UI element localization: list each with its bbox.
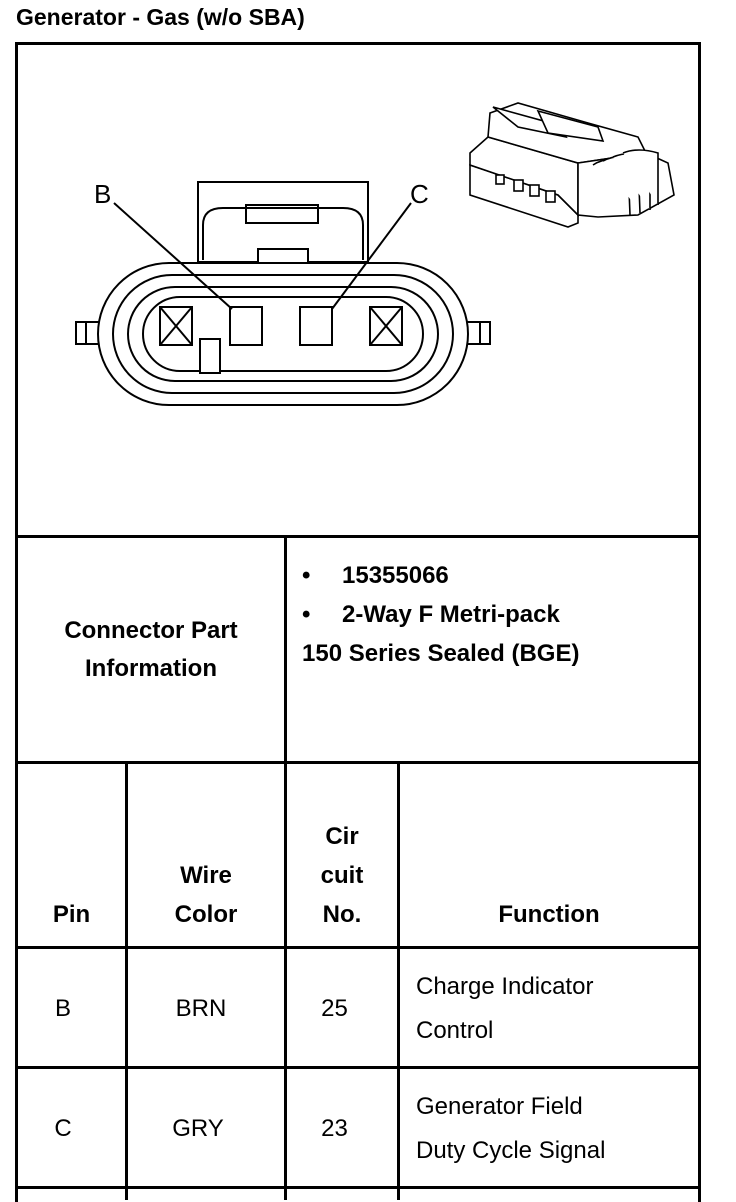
row-wire-color: BRN (175, 995, 227, 1022)
header-function: Function (498, 901, 600, 928)
row-function: Generator Field Duty Cycle Signal (416, 1085, 605, 1173)
header-line: Wire (180, 862, 232, 889)
connector-perspective-view (469, 102, 675, 228)
row-circuit: 23 (321, 1115, 348, 1142)
function-line: Duty Cycle Signal (416, 1137, 606, 1164)
connector-info-label-line: Connector Part (64, 617, 238, 644)
connector-diagram: B C (18, 45, 698, 535)
connector-info-label-line: Information (85, 655, 217, 682)
part-bullet: • 15355066 (302, 556, 579, 595)
row-circuit: 25 (321, 995, 348, 1022)
bullet-icon: • (302, 601, 311, 628)
connector-info-label: Connector Part Information (18, 612, 284, 688)
header-line: cuit (320, 862, 364, 889)
row-pin: B (54, 995, 71, 1022)
header-line: Cir (325, 823, 359, 850)
header-pin: Pin (52, 901, 91, 928)
column-divider (284, 535, 287, 1200)
row-wire-color: GRY (172, 1115, 224, 1142)
function-line: Control (416, 1017, 494, 1044)
connector-info-details: • 15355066 • 2-Way F Metri-pack 150 Seri… (302, 556, 579, 673)
pin-label-c: C (410, 179, 429, 209)
column-divider (125, 761, 128, 1200)
page-title: Generator - Gas (w/o SBA) (16, 4, 305, 30)
column-divider (397, 761, 400, 1200)
header-wire-color: Wire Color (128, 856, 284, 934)
part-number: 15355066 (342, 562, 449, 589)
function-line: Generator Field (416, 1093, 583, 1120)
row-function: Charge Indicator Control (416, 965, 593, 1053)
row-pin: C (54, 1115, 72, 1142)
header-line: No. (322, 901, 362, 928)
connector-table-frame (15, 42, 701, 1202)
function-line: Charge Indicator (416, 973, 594, 1000)
part-bullet: • 2-Way F Metri-pack (302, 595, 579, 634)
divider (15, 946, 701, 949)
divider (15, 761, 701, 764)
connector-type: 2-Way F Metri-pack (342, 601, 560, 628)
header-line: Color (174, 901, 238, 928)
pin-label-b: B (94, 179, 111, 209)
bullet-icon: • (302, 562, 311, 589)
divider (15, 1066, 701, 1069)
connector-series: 150 Series Sealed (BGE) (302, 640, 580, 667)
divider (15, 535, 701, 538)
divider (15, 1186, 701, 1189)
header-circuit: Cir cuit No. (287, 817, 397, 934)
